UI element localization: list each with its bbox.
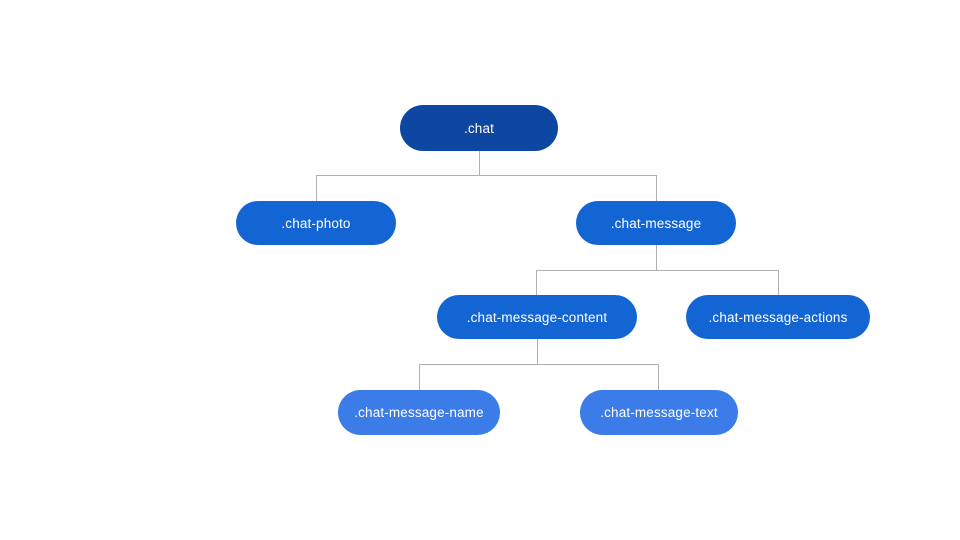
connector-line xyxy=(419,364,659,365)
connector-line xyxy=(316,175,657,176)
tree-node-label: .chat-message-content xyxy=(466,309,608,325)
connector-line xyxy=(537,339,538,364)
connector-line xyxy=(316,175,317,201)
tree-node-label: .chat-message xyxy=(610,215,702,231)
tree-node-chat-message-actions[interactable]: .chat-message-actions xyxy=(686,295,870,339)
connector-line xyxy=(656,245,657,270)
tree-node-chat[interactable]: .chat xyxy=(400,105,558,151)
tree-node-label: .chat-photo xyxy=(281,215,351,231)
connector-line xyxy=(536,270,537,295)
tree-node-chat-message-content[interactable]: .chat-message-content xyxy=(437,295,637,339)
connector-line xyxy=(778,270,779,295)
connector-line xyxy=(479,151,480,175)
tree-node-chat-message-name[interactable]: .chat-message-name xyxy=(338,390,500,435)
tree-node-chat-message-text[interactable]: .chat-message-text xyxy=(580,390,738,435)
tree-node-label: .chat xyxy=(463,120,495,136)
tree-node-label: .chat-message-name xyxy=(354,405,484,420)
tree-node-chat-photo[interactable]: .chat-photo xyxy=(236,201,396,245)
tree-node-label: .chat-message-text xyxy=(600,405,718,420)
connector-line xyxy=(536,270,779,271)
tree-node-label: .chat-message-actions xyxy=(708,309,848,325)
connector-line xyxy=(419,364,420,390)
connector-line xyxy=(656,175,657,201)
tree-node-chat-message[interactable]: .chat-message xyxy=(576,201,736,245)
connector-line xyxy=(658,364,659,390)
